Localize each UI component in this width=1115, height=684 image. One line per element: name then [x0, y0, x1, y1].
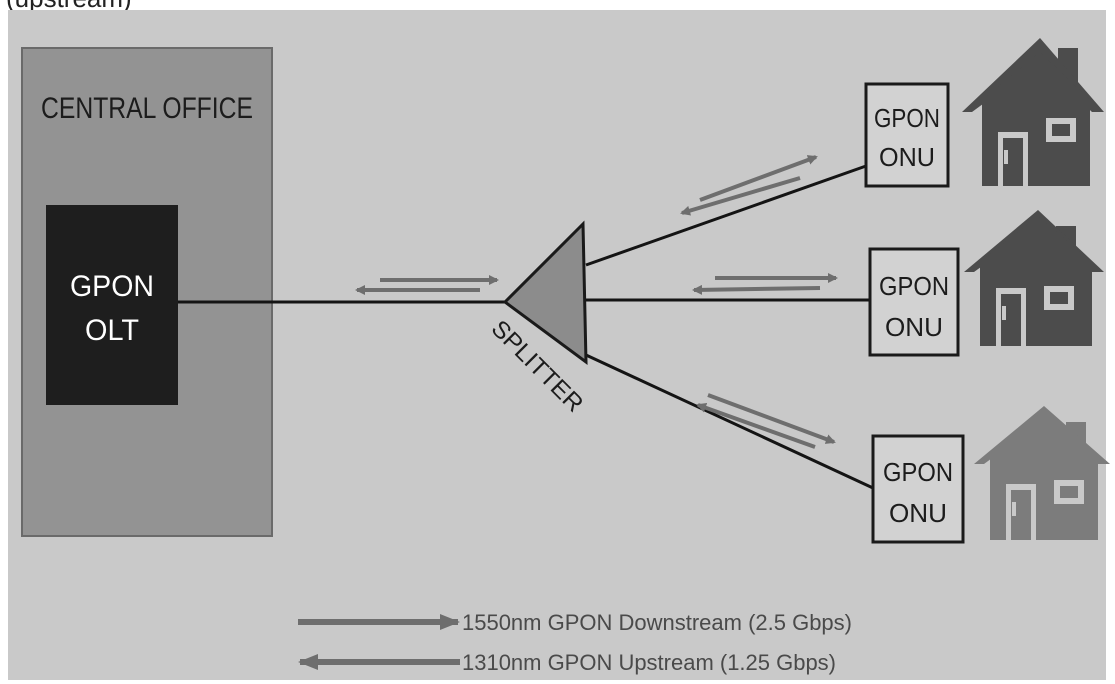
onu-1-line1: GPON [874, 103, 940, 133]
onu-2-line2: ONU [885, 312, 943, 342]
splitter-triangle [502, 220, 588, 366]
drop-2-arrows [692, 273, 838, 295]
house-icon-1 [962, 38, 1104, 186]
drop-1-arrows [680, 155, 818, 216]
onu-box-3 [871, 434, 965, 544]
onu-box-2 [868, 247, 960, 357]
legend-downstream-label: 1550nm GPON Downstream (2.5 Gbps) [462, 610, 852, 635]
onu-3-line1: GPON [883, 457, 953, 487]
onu-3-line2: ONU [889, 498, 947, 528]
onu-1-line2: ONU [879, 142, 935, 172]
house-icon-3 [974, 406, 1110, 540]
top-caption-fragment: (upstream) [6, 0, 132, 13]
fiber-drop-line-1 [585, 164, 867, 267]
fiber-drop-line-3 [585, 353, 874, 490]
central-office-title: CENTRAL OFFICE [41, 92, 253, 125]
legend: 1550nm GPON Downstream (2.5 Gbps) 1310nm… [298, 610, 852, 675]
legend-upstream-label: 1310nm GPON Upstream (1.25 Gbps) [462, 650, 836, 675]
olt-label-line2: OLT [85, 314, 139, 347]
olt-box [46, 205, 178, 405]
onu-box-1 [864, 82, 950, 188]
onu-2-line1: GPON [879, 271, 949, 301]
house-icon-2 [964, 210, 1104, 346]
olt-label-line1: GPON [70, 270, 154, 303]
drop-3-arrows [696, 393, 836, 449]
trunk-arrows [355, 275, 499, 295]
